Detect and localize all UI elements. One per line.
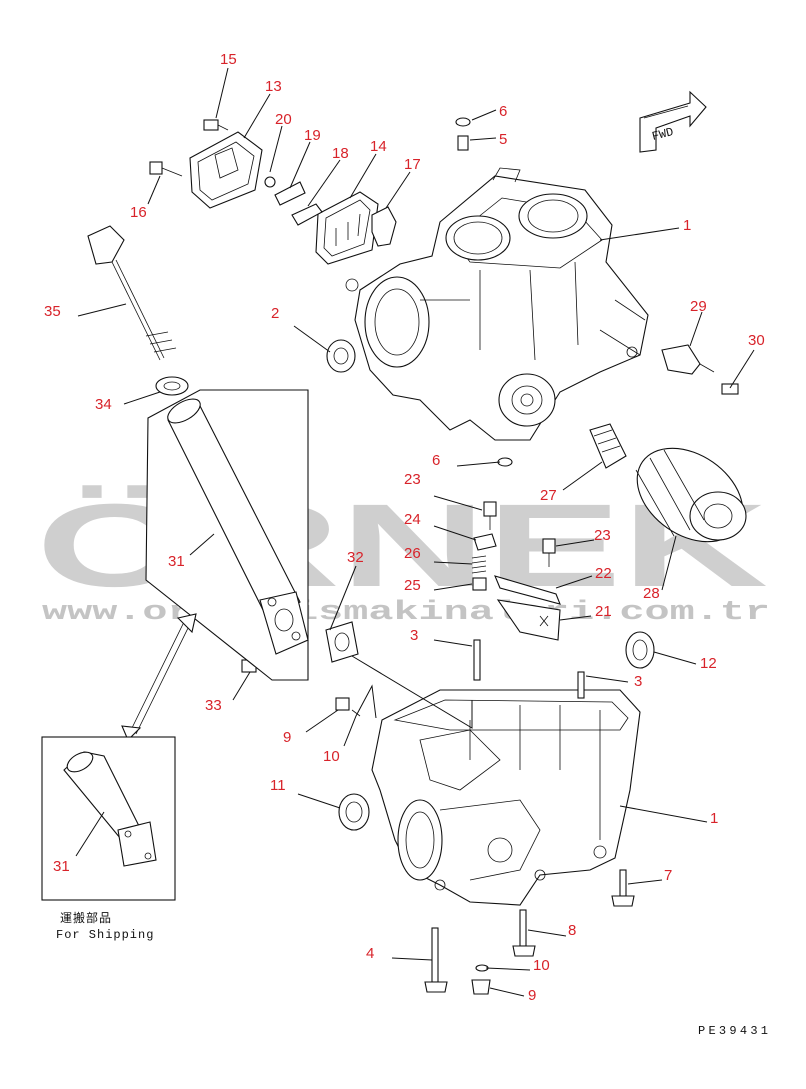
- callout-28: 28: [643, 585, 660, 602]
- callout-4: 4: [366, 945, 374, 962]
- callout-16: 16: [130, 204, 147, 221]
- callout-1-lower: 1: [710, 810, 718, 827]
- callout-18: 18: [332, 145, 349, 162]
- callout-6-top: 6: [499, 103, 507, 120]
- callout-numbers: 15 13 20 19 18 14 17 16 6 5 1 35 2 29 30…: [44, 51, 765, 1004]
- callout-27: 27: [540, 487, 557, 504]
- callout-19: 19: [304, 127, 321, 144]
- callout-31-shipping: 31: [53, 858, 70, 875]
- callout-26: 26: [404, 545, 421, 562]
- fwd-label: FWD: [651, 125, 675, 144]
- fwd-marker: FWD: [639, 90, 707, 153]
- fasteners: [149, 117, 739, 995]
- callout-12: 12: [700, 655, 717, 672]
- oil-filler-panel: [145, 389, 309, 681]
- callout-32: 32: [347, 549, 364, 566]
- callout-22: 22: [595, 565, 612, 582]
- arrow-right-icon: [639, 90, 707, 153]
- callout-31-main: 31: [168, 553, 185, 570]
- shipping-label-jp: 運搬部品: [60, 910, 112, 926]
- breather-assembly: [189, 131, 397, 265]
- shipping-arrow: [121, 613, 197, 741]
- callout-23-left: 23: [404, 471, 421, 488]
- callout-11: 11: [270, 777, 286, 794]
- shipping-label-en: For Shipping: [56, 928, 154, 942]
- callout-3-right: 3: [634, 673, 642, 690]
- callout-20: 20: [275, 111, 292, 128]
- upper-crankcase: [345, 167, 649, 441]
- callout-17: 17: [404, 156, 421, 173]
- callout-8: 8: [568, 922, 576, 939]
- callout-14: 14: [370, 138, 387, 155]
- shipping-box: 運搬部品 For Shipping: [41, 736, 176, 942]
- callout-21: 21: [595, 603, 612, 620]
- callout-30: 30: [748, 332, 765, 349]
- callout-34: 34: [95, 396, 112, 413]
- callout-1-upper: 1: [683, 217, 691, 234]
- callout-2: 2: [271, 305, 279, 322]
- callout-29: 29: [690, 298, 707, 315]
- callout-6-mid: 6: [432, 452, 440, 469]
- lower-crankcase: [371, 689, 641, 906]
- callout-15: 15: [220, 51, 237, 68]
- callout-10-mid: 10: [323, 748, 340, 765]
- callout-35: 35: [44, 303, 61, 320]
- callout-25: 25: [404, 577, 421, 594]
- callout-10-bottom: 10: [533, 957, 550, 974]
- callout-5: 5: [499, 131, 507, 148]
- callout-3-left: 3: [410, 627, 418, 644]
- callout-9-bottom: 9: [528, 987, 536, 1004]
- watermark-url: www.orneksismakinalari.com.tr: [42, 598, 770, 628]
- callout-7: 7: [664, 867, 672, 884]
- callout-23-right: 23: [594, 527, 611, 544]
- leader-lines: [75, 67, 755, 997]
- callout-33: 33: [205, 697, 222, 714]
- dipstick: [87, 225, 189, 396]
- callout-9-mid: 9: [283, 729, 291, 746]
- callout-24: 24: [404, 511, 421, 528]
- drawing-number: PE39431: [698, 1024, 768, 1038]
- callout-13: 13: [265, 78, 282, 95]
- filter-assembly: [325, 339, 747, 831]
